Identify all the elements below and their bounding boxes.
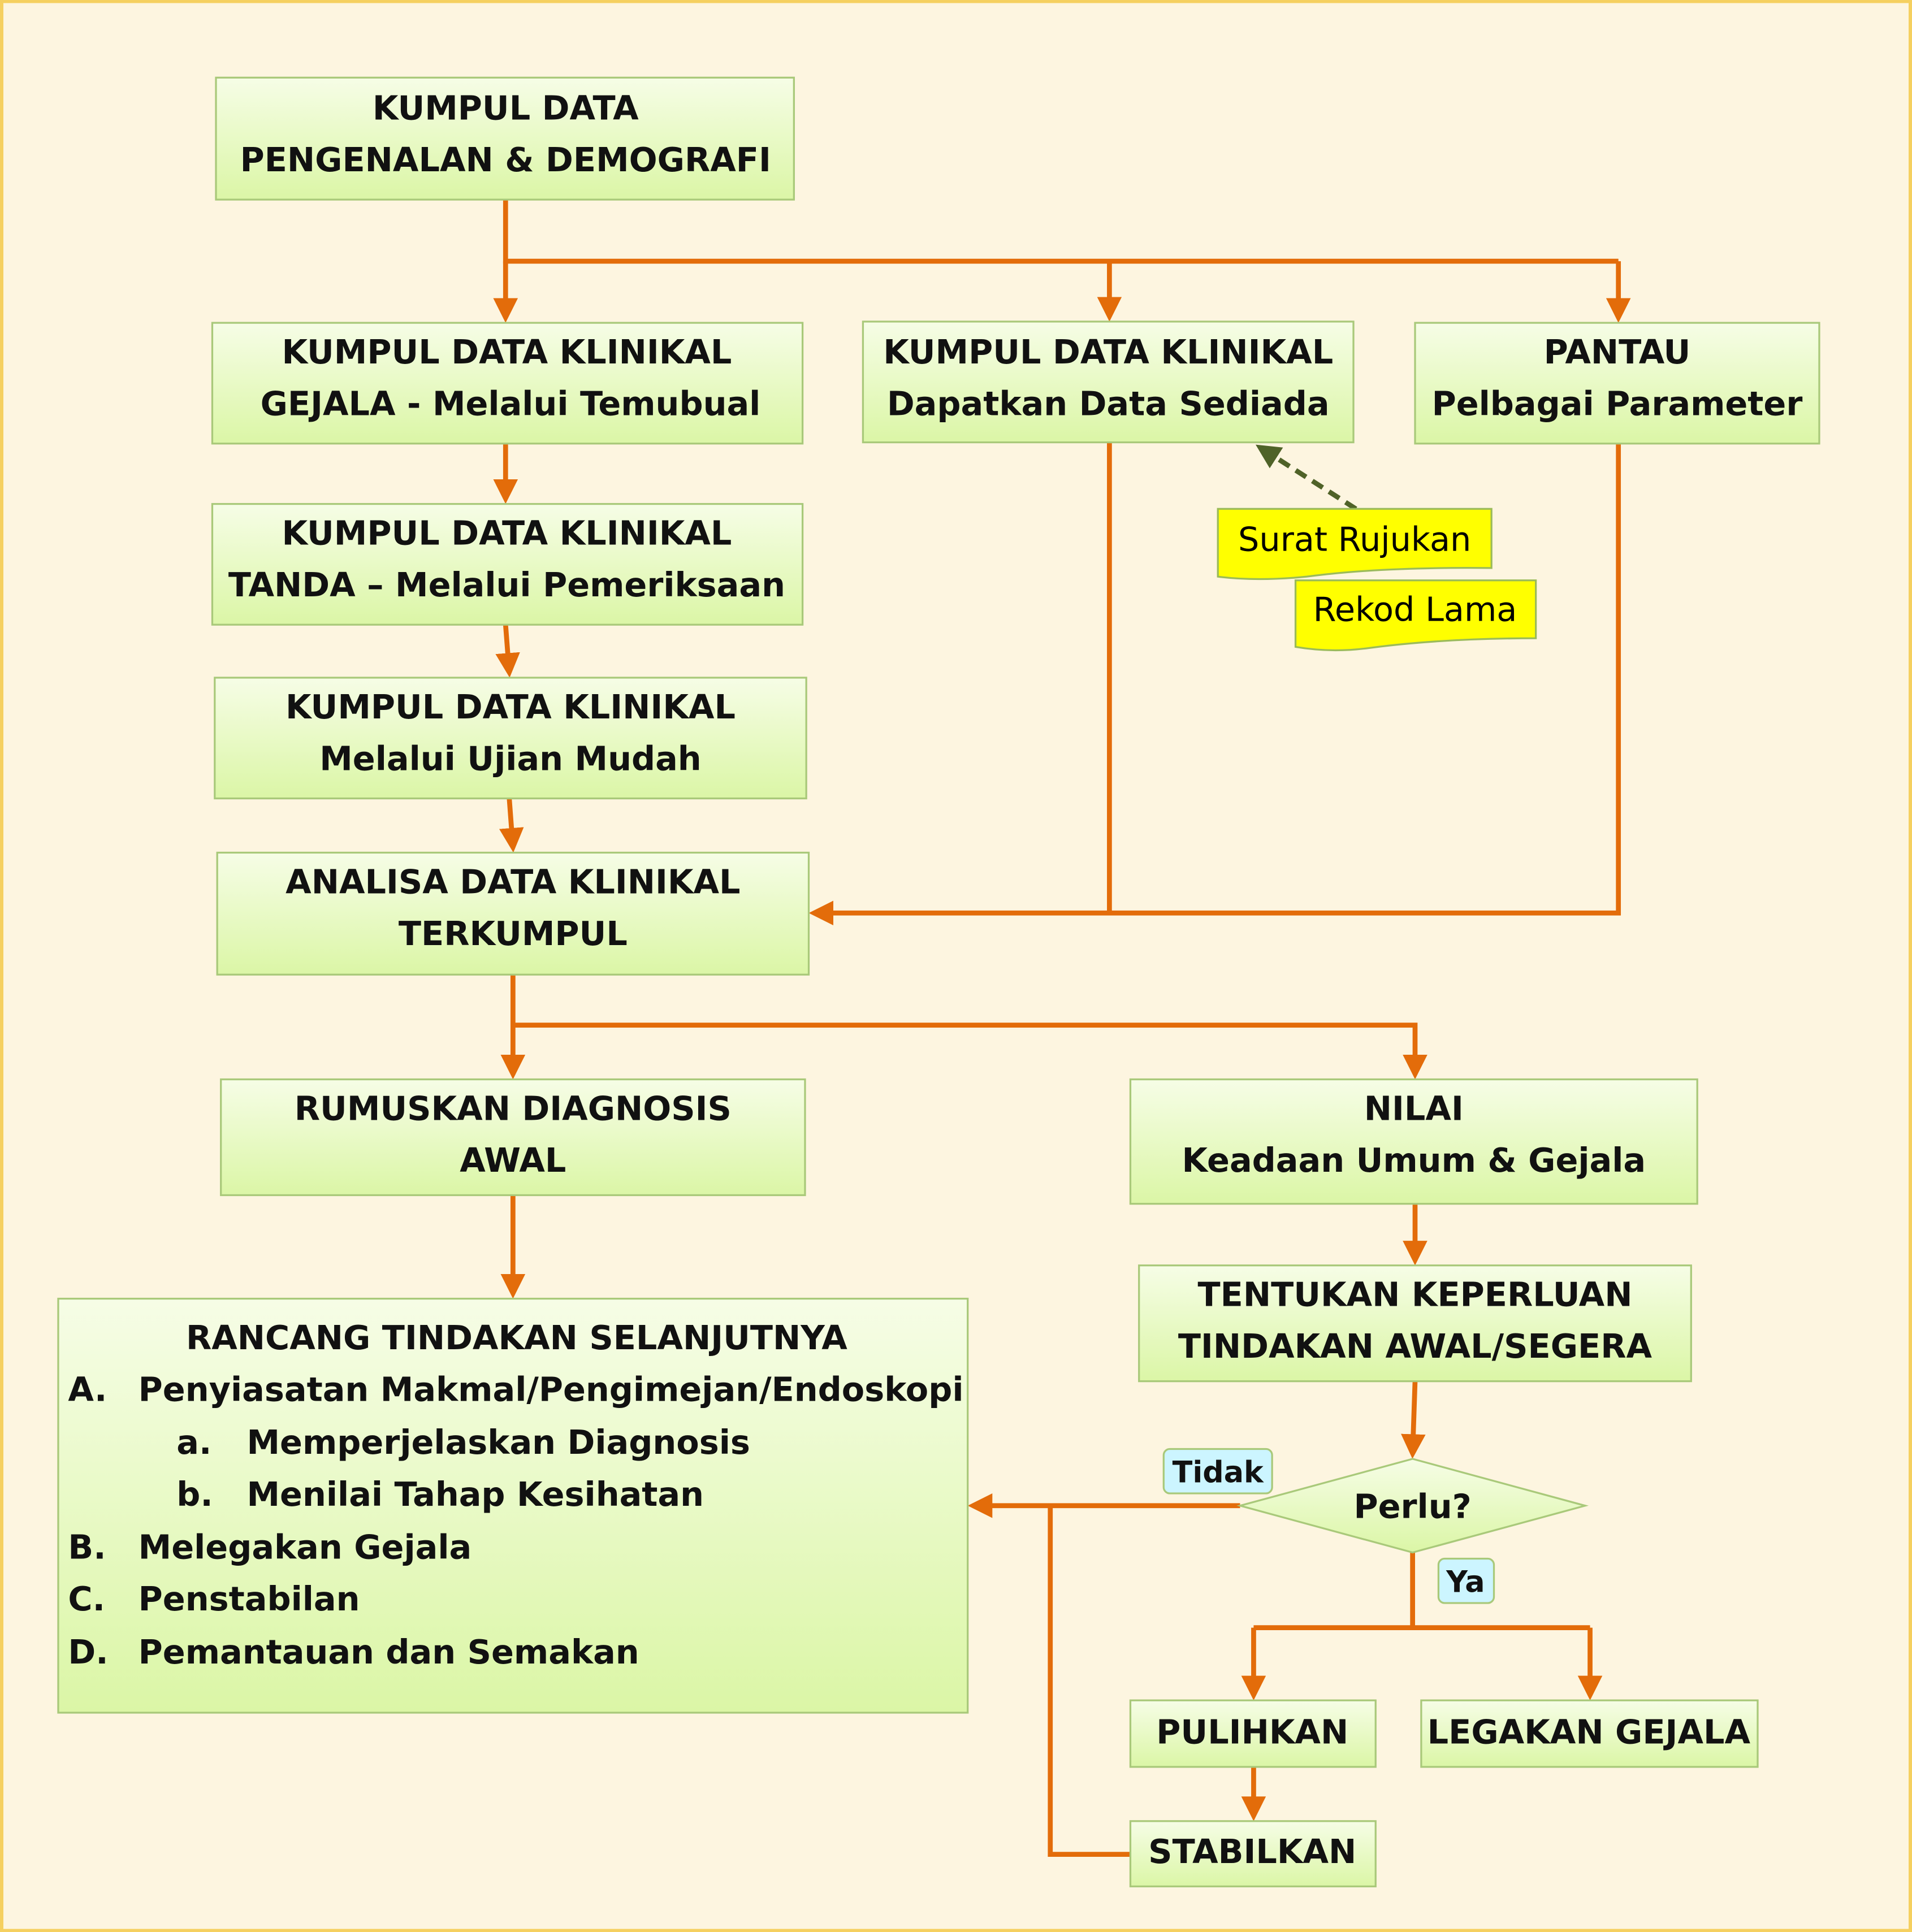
box-line: TENTUKAN KEPERLUAN <box>1198 1275 1633 1314</box>
box-analisa: ANALISA DATA KLINIKAL TERKUMPUL <box>216 851 810 976</box>
box-line: LEGAKAN GEJALA <box>1427 1712 1751 1751</box>
box-pantau: PANTAU Pelbagai Parameter <box>1414 322 1820 445</box>
box-line: PENGENALAN & DEMOGRAFI <box>240 140 771 179</box>
box-demografi: KUMPUL DATA PENGENALAN & DEMOGRAFI <box>215 76 795 201</box>
box-line: KUMPUL DATA KLINIKAL <box>285 687 736 726</box>
box-stabilkan: STABILKAN <box>1129 1820 1377 1887</box>
box-line: KUMPUL DATA KLINIKAL <box>282 332 732 371</box>
box-line: GEJALA - Melalui Temubual <box>261 384 761 423</box>
box-rancang: RANCANG TINDAKAN SELANJUTNYA A. Penyiasa… <box>57 1297 969 1714</box>
box-line: PANTAU <box>1544 332 1691 371</box>
note-text: Rekod Lama <box>1313 590 1517 629</box>
list-marker: C. <box>68 1579 105 1618</box>
box-line: KUMPUL DATA KLINIKAL <box>282 513 732 552</box>
note-surat-rujukan: Surat Rujukan <box>1217 508 1493 581</box>
decision-label: Perlu? <box>1354 1487 1472 1526</box>
list-marker: B. <box>68 1528 106 1567</box>
box-line: RUMUSKAN DIAGNOSIS <box>295 1089 732 1128</box>
box-nilai: NILAI Keadaan Umum & Gejala <box>1129 1078 1698 1205</box>
list-marker: D. <box>68 1632 108 1671</box>
box-line: TINDAKAN AWAL/SEGERA <box>1178 1327 1653 1366</box>
list-item: Penyiasatan Makmal/Pengimejan/Endoskopi <box>139 1370 964 1409</box>
box-line: TERKUMPUL <box>399 914 628 953</box>
list-marker: b. <box>176 1475 213 1514</box>
box-line: KUMPUL DATA <box>373 88 639 127</box>
box-line: Dapatkan Data Sediada <box>887 384 1330 423</box>
list-marker: A. <box>68 1370 107 1409</box>
list-item: Menilai Tahap Kesihatan <box>246 1475 704 1514</box>
box-legakan: LEGAKAN GEJALA <box>1420 1699 1759 1768</box>
box-pulihkan: PULIHKAN <box>1129 1699 1377 1768</box>
box-line: AWAL <box>460 1141 566 1180</box>
list-item: Melegakan Gejala <box>139 1528 472 1567</box>
box-sediada: KUMPUL DATA KLINIKAL Dapatkan Data Sedia… <box>862 320 1355 444</box>
list-item: Pemantauan dan Semakan <box>139 1632 639 1671</box>
list-item: Penstabilan <box>139 1579 360 1618</box>
box-tanda: KUMPUL DATA KLINIKAL TANDA – Melalui Pem… <box>211 503 804 626</box>
connectors <box>493 200 1631 1857</box>
box-ujian: KUMPUL DATA KLINIKAL Melalui Ujian Mudah <box>214 677 807 800</box>
note-text: Surat Rujukan <box>1238 519 1471 558</box>
box-line: NILAI <box>1364 1089 1464 1128</box>
rancang-title: RANCANG TINDAKAN SELANJUTNYA <box>186 1318 847 1357</box>
box-line: Melalui Ujian Mudah <box>319 739 701 778</box>
label-ya-text: Ya <box>1446 1565 1485 1599</box>
box-gejala: KUMPUL DATA KLINIKAL GEJALA - Melalui Te… <box>211 322 804 445</box>
label-ya: Ya <box>1437 1557 1495 1604</box>
note-rekod-lama: Rekod Lama <box>1294 579 1537 652</box>
list-marker: a. <box>176 1423 211 1462</box>
box-line: Keadaan Umum & Gejala <box>1182 1141 1646 1180</box>
decision-perlu: Perlu? <box>1236 1458 1589 1554</box>
box-line: PULIHKAN <box>1156 1712 1348 1751</box>
box-line: STABILKAN <box>1148 1832 1356 1871</box>
box-line: Pelbagai Parameter <box>1432 384 1803 423</box>
box-rumuskan: RUMUSKAN DIAGNOSIS AWAL <box>220 1078 806 1197</box>
box-tentukan: TENTUKAN KEPERLUAN TINDAKAN AWAL/SEGERA <box>1138 1264 1692 1383</box>
list-item: Memperjelaskan Diagnosis <box>246 1423 750 1462</box>
box-line: KUMPUL DATA KLINIKAL <box>883 332 1333 371</box>
label-tidak-text: Tidak <box>1173 1455 1264 1489</box>
box-line: TANDA – Melalui Pemeriksaan <box>228 565 785 604</box>
box-line: ANALISA DATA KLINIKAL <box>285 862 740 901</box>
label-tidak: Tidak <box>1162 1448 1273 1495</box>
